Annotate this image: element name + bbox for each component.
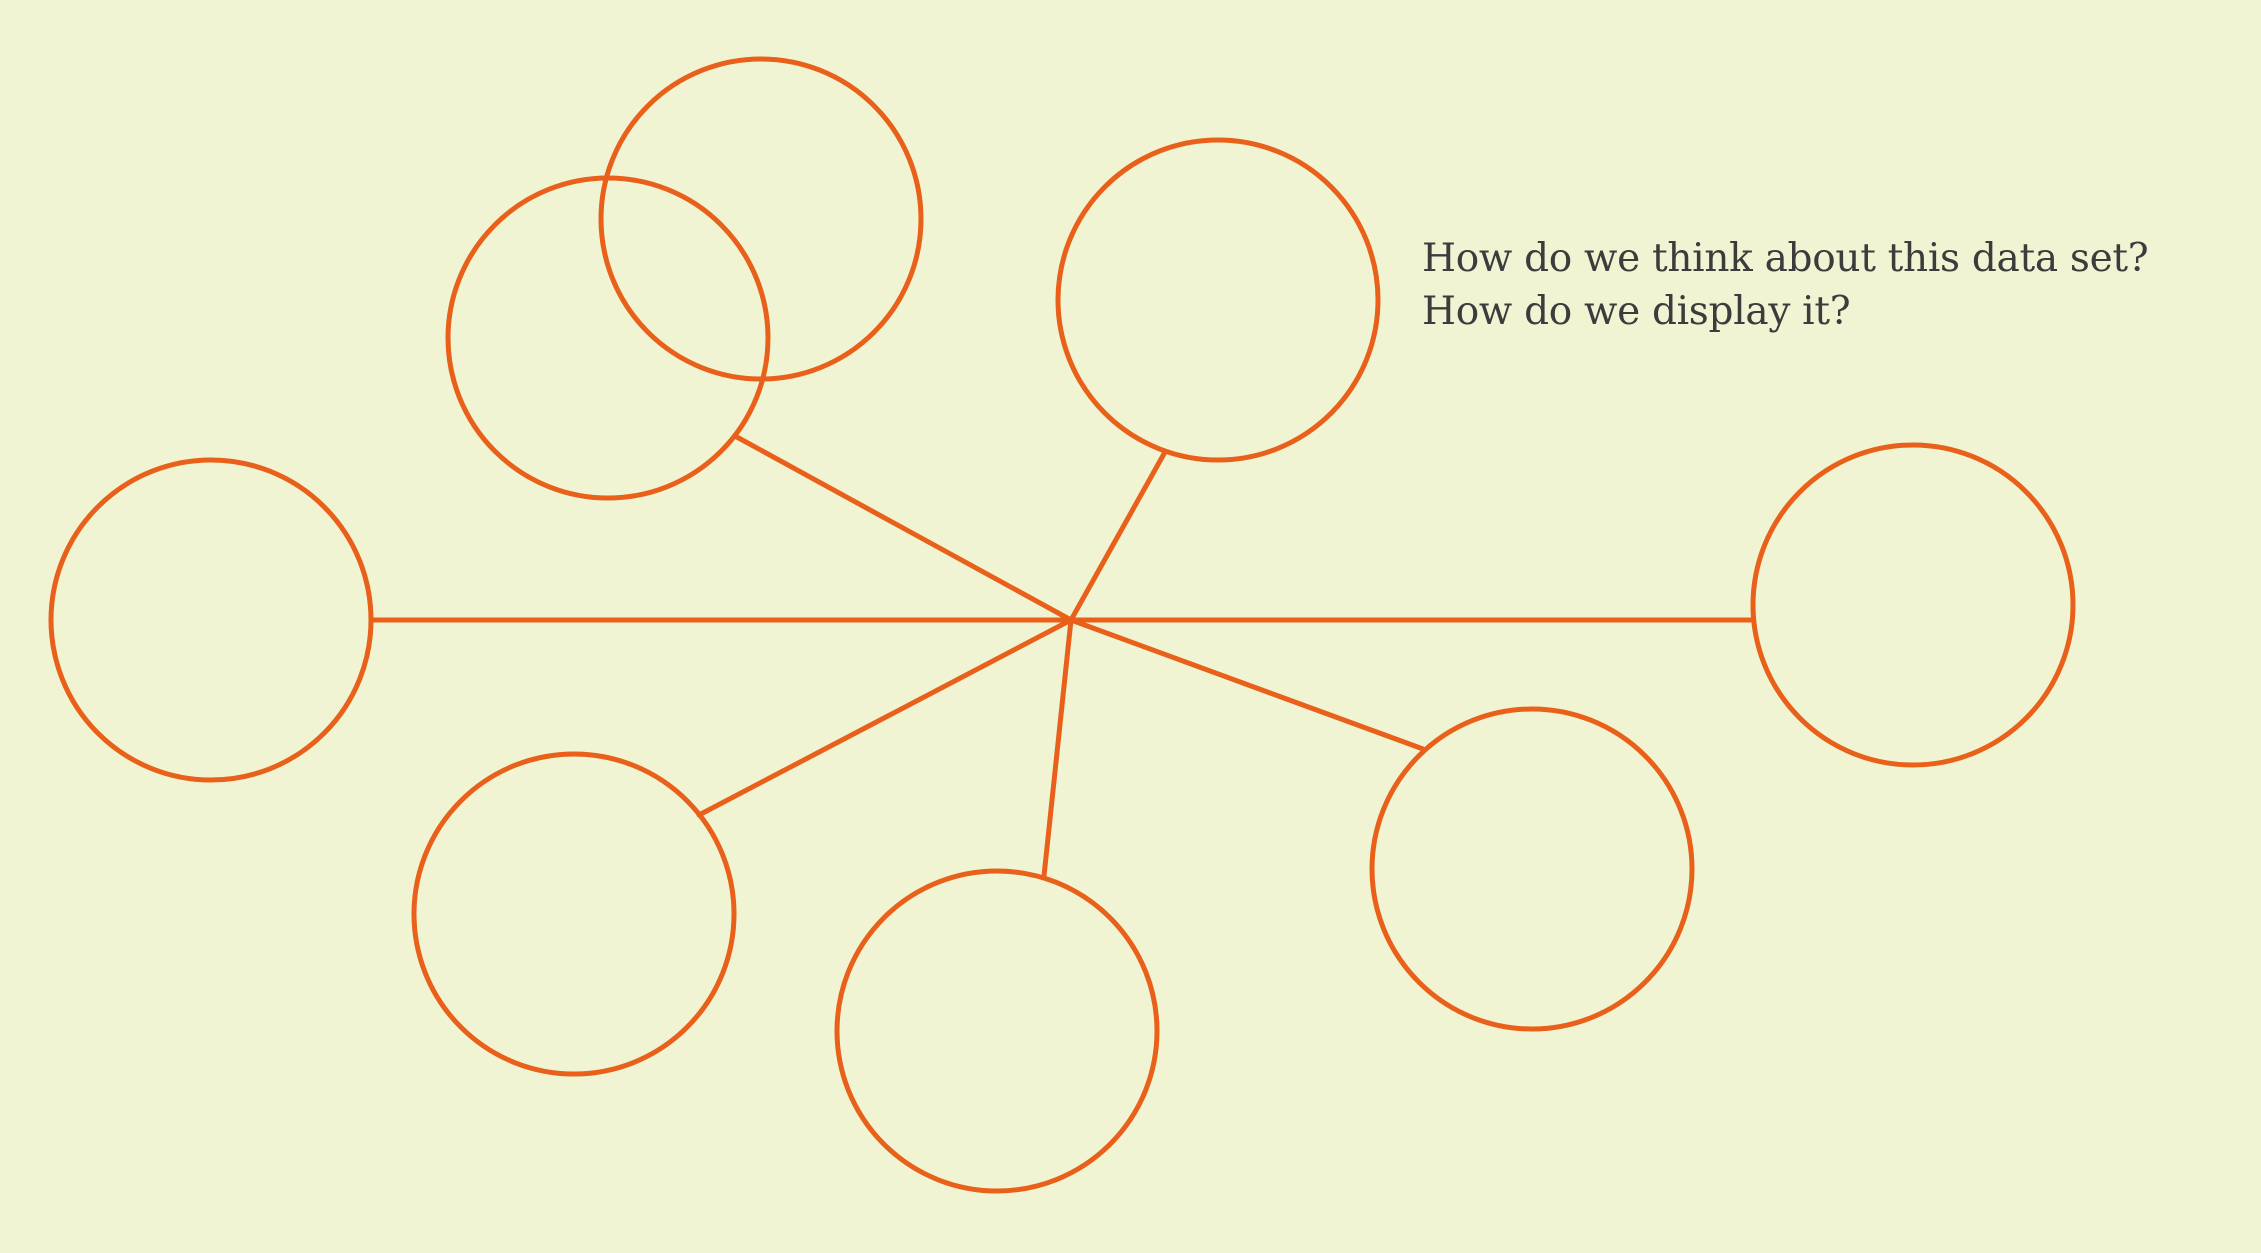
connector-bottom-center xyxy=(1041,617,1074,879)
connector-lines xyxy=(368,433,1755,879)
connector-top-center xyxy=(1068,449,1168,623)
bubble-top-left-upper xyxy=(598,56,924,382)
prompt-line-2: How do we display it? xyxy=(1422,289,1851,334)
bubble-left xyxy=(48,457,374,783)
bubble-bottom-center xyxy=(834,868,1160,1194)
prompt-line-1: How do we think about this data set? xyxy=(1422,236,2149,281)
bubble-top-left-lower xyxy=(445,175,771,501)
connector-bottom-right xyxy=(1068,617,1426,752)
bubble-right xyxy=(1750,442,2076,768)
bubble-top-center xyxy=(1055,137,1381,463)
bubble-bottom-left xyxy=(411,751,737,1077)
connector-top-left xyxy=(732,433,1074,623)
bubble-bottom-right xyxy=(1369,706,1695,1032)
bubble-nodes xyxy=(48,56,2076,1194)
prompt-text: How do we think about this data set? How… xyxy=(1422,232,2182,338)
connector-bottom-left xyxy=(696,617,1074,818)
